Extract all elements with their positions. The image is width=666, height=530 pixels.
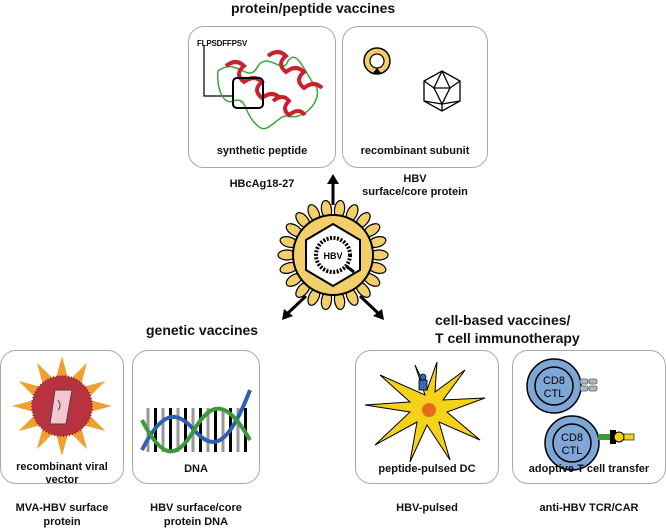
arrow-up [327, 174, 339, 205]
arrow-down-left [282, 294, 308, 320]
recombinant-subunit-caption-1: HBV [403, 173, 427, 185]
dna-caption-1: HBV surface/core [150, 502, 242, 514]
dna-caption-2: protein DNA [163, 516, 229, 528]
dc-caption: HBV-pulsed [396, 502, 458, 514]
tcell-caption: anti-HBV TCR/CAR [539, 502, 639, 514]
vector-spike [55, 433, 69, 456]
peptide-sequence: FLPSDFFPSV [197, 39, 248, 48]
cd8-top-2: CTL [544, 388, 565, 400]
vector-spike [12, 399, 35, 413]
dc-label: peptide-pulsed DC [378, 463, 476, 475]
synthetic-peptide-label: synthetic peptide [216, 145, 308, 157]
icosahedron [423, 70, 461, 112]
dna-label: DNA [184, 463, 208, 475]
recombinant-subunit-label: recombinant subunit [360, 145, 470, 157]
virus-label: HBV [323, 251, 342, 261]
subunit-particles [363, 47, 461, 112]
tcr-receptor [579, 378, 598, 392]
panel-recombinant-subunit [342, 26, 488, 168]
viral-vector-caption-2: protein [43, 516, 81, 528]
recombinant-subunit-caption-2: surface/core protein [362, 186, 468, 198]
viral-vector-caption-1: MVA-HBV surface [15, 502, 109, 514]
vector-spike [55, 356, 69, 379]
synthetic-peptide-caption: HBcAg18-27 [229, 178, 295, 190]
viral-vector-label-2: vector [45, 474, 79, 486]
cd8-bottom-1: CD8 [561, 432, 583, 444]
title-cell-based-line2: T cell immunotherapy [435, 330, 580, 346]
dendritic-cell [364, 361, 486, 463]
title-genetic-vaccines: genetic vaccines [146, 322, 259, 338]
small-particle [363, 47, 391, 75]
dna-helix [140, 389, 252, 454]
tcell-drawing: CD8 CTL CD8 CTL [526, 358, 635, 471]
tcell-label: adoptive T cell transfer [528, 463, 650, 475]
cd8-bottom-2: CTL [562, 445, 583, 457]
vector-spike [89, 399, 112, 413]
viral-vector-label-1: recombinant viral [16, 461, 108, 473]
viral-vector [12, 356, 112, 456]
virus-capsid [305, 222, 361, 288]
peptide-structure [203, 46, 324, 130]
car-receptor [598, 430, 635, 444]
arrow-down-right [358, 294, 384, 320]
cd8-top-1: CD8 [543, 375, 565, 387]
title-protein-vaccines: protein/peptide vaccines [231, 0, 396, 16]
title-cell-based-line1: cell-based vaccines/ [435, 312, 571, 328]
